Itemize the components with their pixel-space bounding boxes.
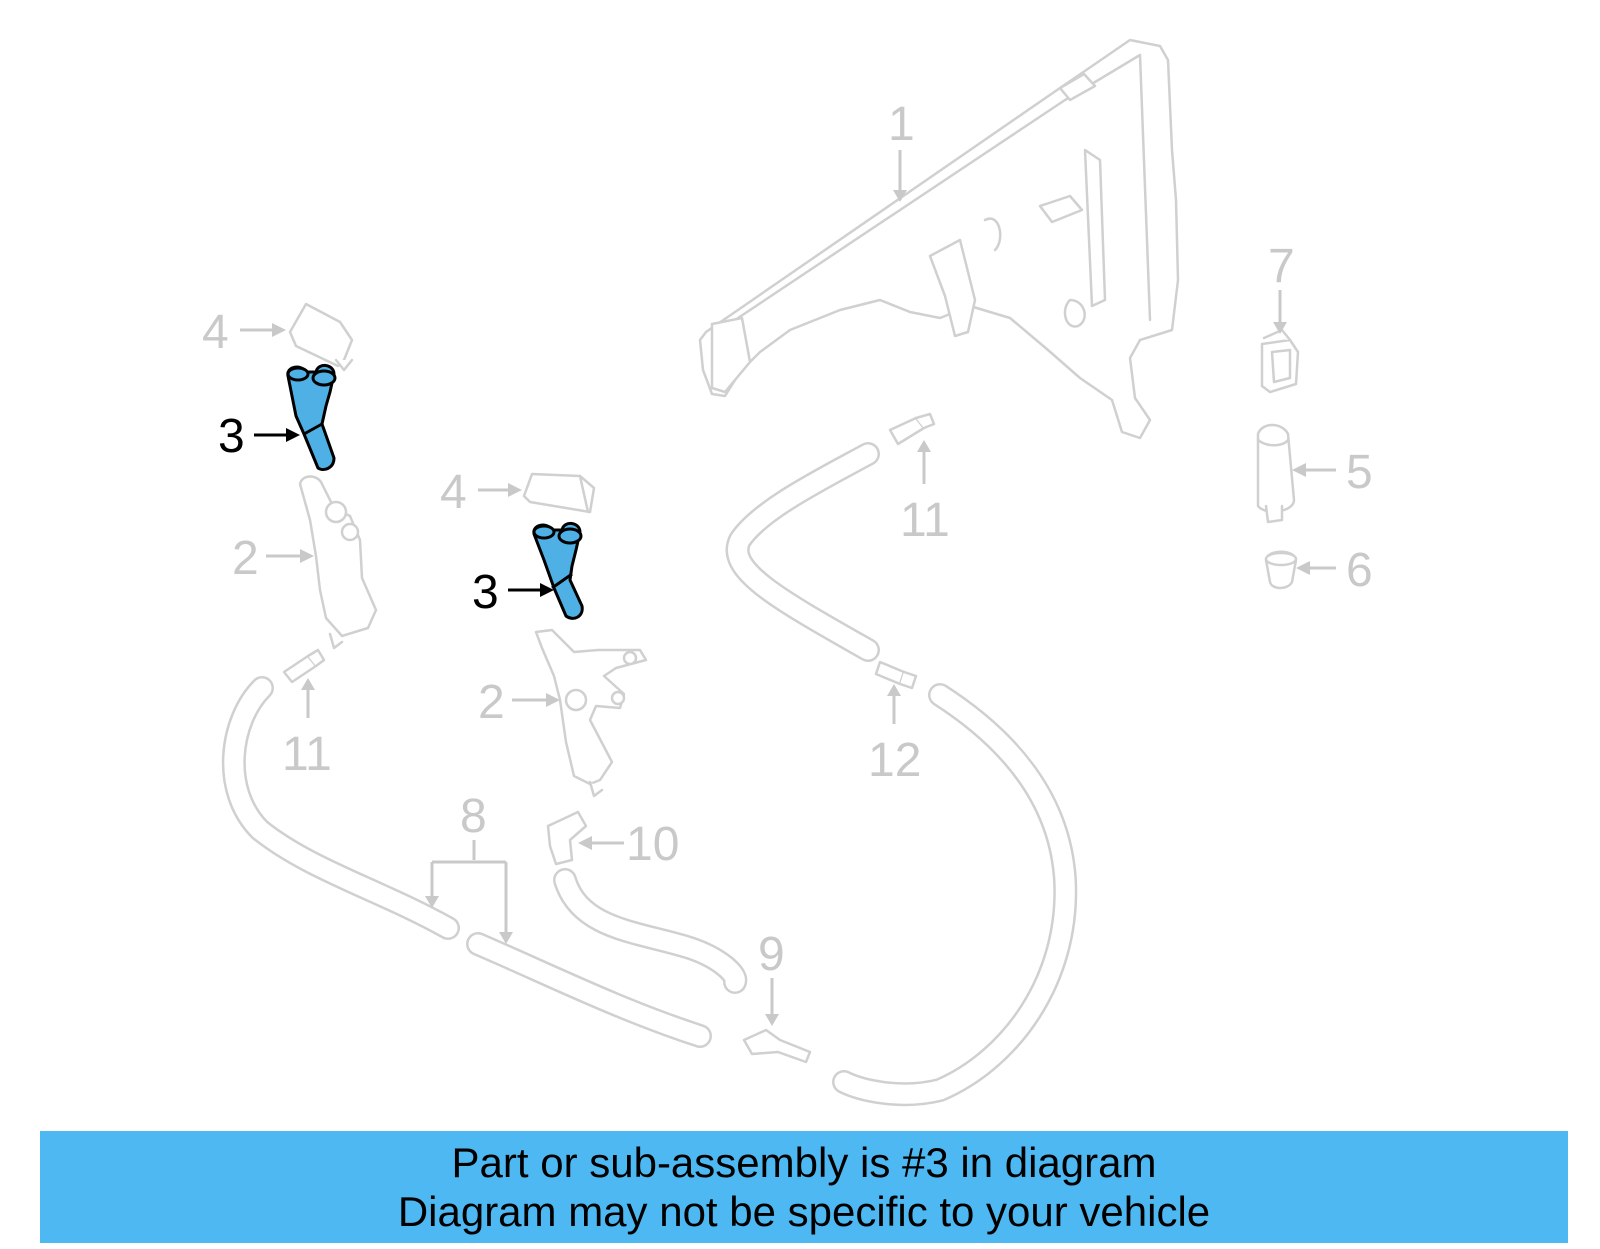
callout-1: 1 (888, 98, 915, 151)
callout-3-lower: 3 (472, 566, 499, 619)
washer-reservoir-part-1 (698, 38, 1180, 440)
holder-part-2-upper (298, 475, 378, 650)
callout-2-upper: 2 (232, 532, 259, 585)
callout-7: 7 (1268, 240, 1295, 293)
callout-4-lower: 4 (440, 466, 467, 519)
callout-10: 10 (626, 818, 679, 871)
leader-lines (240, 150, 1336, 1026)
connector-part-12 (874, 660, 918, 690)
callout-8: 8 (460, 790, 487, 843)
callout-11-lower: 11 (282, 728, 332, 781)
connector-part-11-lower (282, 648, 326, 684)
washer-nozzle-part-3-lower (532, 522, 584, 620)
grommet-part-6 (1264, 550, 1298, 590)
banner-line-2: Diagram may not be specific to your vehi… (397, 1188, 1211, 1235)
banner-line-1: Part or sub-assembly is #3 in diagram (451, 1139, 1157, 1186)
connector-part-11-upper (888, 412, 936, 446)
tee-connector-part-9 (742, 1028, 812, 1064)
callout-12: 12 (868, 734, 921, 787)
callout-2-lower: 2 (478, 676, 505, 729)
callout-labels: 1 4 3 4 2 3 2 11 8 10 9 11 12 7 5 6 (202, 98, 1373, 981)
callout-3-upper: 3 (218, 410, 245, 463)
callout-4-upper: 4 (202, 306, 229, 359)
washer-nozzle-part-3-upper (286, 364, 337, 472)
cap-part-4-upper (288, 302, 354, 372)
callout-6: 6 (1346, 544, 1373, 597)
cap-part-4-lower (522, 472, 596, 514)
elbow-part-10 (546, 810, 588, 866)
leader-lines-highlight (254, 428, 554, 597)
info-banner: Part or sub-assembly is #3 in diagram Di… (40, 1131, 1568, 1243)
sensor-part-7 (1260, 328, 1300, 394)
hoses (221, 442, 1078, 1107)
washer-pump-part-5 (1256, 423, 1296, 524)
callout-9: 9 (758, 928, 785, 981)
callout-5: 5 (1346, 446, 1373, 499)
callout-11-upper: 11 (900, 494, 950, 547)
holder-part-2-lower (534, 628, 648, 798)
parts-diagram: 1 4 3 4 2 3 2 11 8 10 9 11 12 7 5 6 (202, 38, 1373, 1107)
